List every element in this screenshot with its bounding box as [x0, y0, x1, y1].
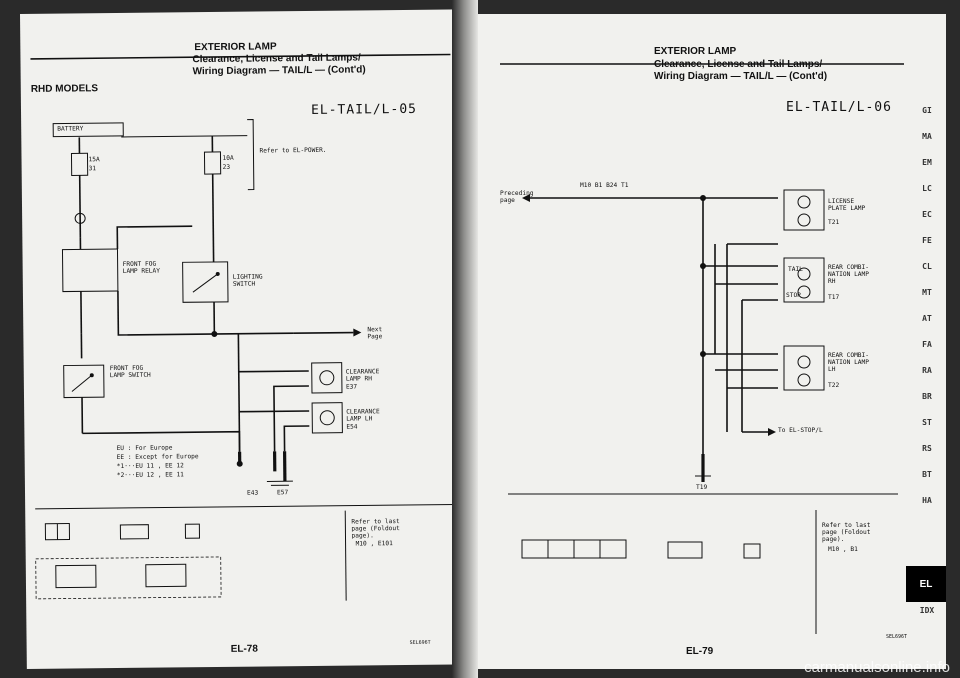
license-lamp-label: LICENSE PLATE LAMP [828, 198, 866, 212]
index-st[interactable]: ST [922, 418, 932, 427]
right-subtitle-2: Wiring Diagram — TAIL/L — (Cont'd) [654, 71, 828, 82]
clearance-lh-label: CLEARANCE LAMP LH [346, 408, 380, 423]
license-lamp-connector: T21 [828, 219, 840, 226]
clearance-lh-connector: E54 [346, 423, 358, 431]
foldout-connectors-box [35, 556, 222, 600]
ground-e57: E57 [276, 489, 289, 497]
fuse-10a-label: 10A [222, 154, 234, 162]
clearance-rh-label: CLEARANCE LAMP RH [345, 368, 380, 383]
right-refer-last-page: Refer to last page (Foldout page). [822, 522, 871, 543]
index-rs[interactable]: RS [922, 444, 932, 453]
fog-switch-symbol [63, 364, 105, 399]
fog-switch-label: FRONT FOG LAMP SWITCH [109, 364, 151, 380]
refer-last-page: Refer to last page (Foldout page). [351, 518, 400, 540]
left-stamp: SEL696T [409, 639, 431, 646]
fuse-15a-id: 31 [88, 165, 97, 173]
rear-rh-lamp-symbol [783, 257, 825, 303]
rear-lh-lamp-symbol [783, 345, 825, 391]
ground-e43: E43 [246, 489, 259, 497]
fuse-15a-symbol [70, 152, 89, 176]
top-connectors: M10 B1 B24 T1 [580, 182, 629, 189]
index-ec[interactable]: EC [922, 210, 932, 219]
legend-europe: EU : For Europe [116, 444, 173, 453]
refer-power-text: Refer to EL-POWER. [259, 146, 327, 155]
index-ma[interactable]: MA [922, 132, 932, 141]
index-el-active[interactable]: EL [906, 566, 946, 602]
right-diagram-code: EL-TAIL/L-06 [786, 100, 892, 115]
right-stamp: SEL696T [886, 634, 908, 640]
left-page-number: EL-78 [230, 643, 258, 655]
index-idx[interactable]: IDX [919, 606, 935, 615]
index-fa[interactable]: FA [922, 340, 932, 349]
legend-except-europe: EE : Except for Europe [116, 453, 199, 462]
watermark: carmanualsonline.info [804, 659, 950, 676]
rear-rh-tail-label: TAIL [788, 266, 803, 273]
legend-note-2: *2···EU 12 , EE 11 [116, 471, 184, 480]
index-bt[interactable]: BT [922, 470, 932, 479]
index-ha[interactable]: HA [922, 496, 932, 505]
rear-lh-lamp-label: REAR COMBI-NATION LAMP LH [828, 352, 869, 373]
rear-lh-lamp-connector: T22 [828, 382, 840, 389]
clearance-lh-symbol [311, 402, 343, 434]
preceding-page-label: Preceding page [500, 190, 534, 204]
index-mt[interactable]: MT [922, 288, 932, 297]
to-stop-label: To EL-STOP/L [778, 427, 823, 434]
right-header: EXTERIOR LAMP [654, 46, 737, 57]
index-at[interactable]: AT [922, 314, 932, 323]
rear-rh-lamp-connector: T17 [828, 294, 840, 301]
right-wiring-diagram [500, 63, 904, 634]
lighting-switch-label: LIGHTING SWITCH [232, 273, 263, 288]
fuse-15a-label: 15A [88, 156, 100, 164]
index-lc[interactable]: LC [922, 184, 932, 193]
rear-rh-lamp-label: REAR COMBI-NATION LAMP RH [828, 264, 869, 285]
left-wiring-diagram [30, 53, 456, 601]
fuse-10a-id: 23 [222, 163, 231, 171]
index-gi[interactable]: GI [922, 106, 932, 115]
battery-label: BATTERY [57, 125, 84, 133]
rear-rh-stop-label: STOP [786, 292, 801, 299]
right-page-number: EL-79 [686, 646, 714, 657]
next-page-label: Next Page [367, 326, 383, 341]
ground-t19: T19 [696, 484, 708, 491]
index-cl[interactable]: CL [922, 262, 932, 271]
right-page: EXTERIOR LAMP Clearance, License and Tai… [468, 14, 946, 669]
refer-connectors: M10 , E101 [355, 540, 393, 548]
clearance-rh-symbol [311, 362, 343, 394]
lighting-switch-symbol [182, 261, 229, 303]
connector-e105-sketch [119, 524, 150, 540]
front-fog-relay-label: FRONT FOG LAMP RELAY [122, 260, 161, 275]
legend-note-1: *1···EU 11 , EE 12 [116, 462, 184, 471]
front-fog-relay-symbol [61, 248, 119, 293]
right-refer-connectors: M10 , B1 [828, 546, 858, 553]
left-page: EXTERIOR LAMP Clearance, License and Tai… [20, 9, 467, 669]
fuse-10a-symbol [203, 151, 222, 175]
index-fe[interactable]: FE [922, 236, 932, 245]
index-br[interactable]: BR [922, 392, 932, 401]
book-gutter [452, 0, 478, 678]
connector-t17-sketch [667, 541, 703, 559]
index-ra[interactable]: RA [922, 366, 932, 375]
clearance-rh-connector: E37 [345, 383, 358, 391]
index-em[interactable]: EM [922, 158, 932, 167]
battery-box [52, 122, 124, 138]
license-lamp-symbol [783, 189, 825, 231]
